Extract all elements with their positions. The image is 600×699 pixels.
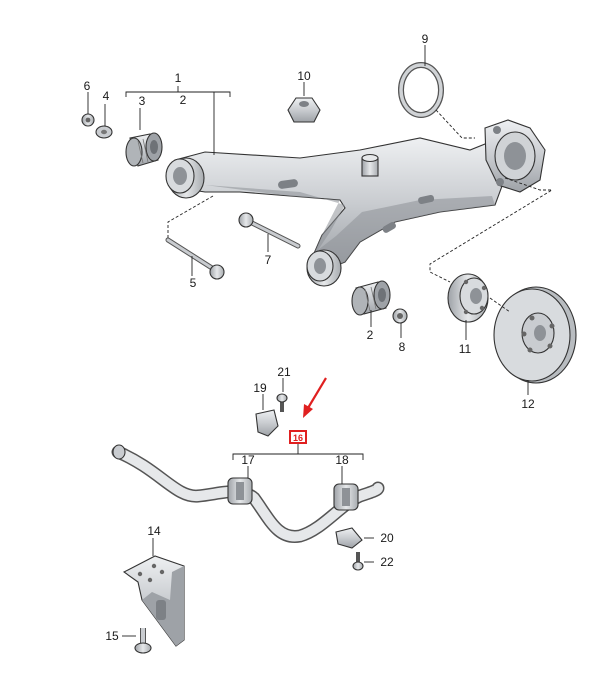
part-22-bolt [352, 552, 364, 571]
callout-18: 18 [335, 453, 349, 467]
part-7-bolt [238, 212, 301, 249]
top-leaders [87, 45, 554, 395]
part-20-clamp [335, 527, 363, 549]
callout-8: 8 [399, 340, 406, 354]
callout-10: 10 [297, 69, 311, 83]
callout-6: 6 [84, 79, 91, 93]
callout-21: 21 [277, 365, 291, 379]
part-10-cap [287, 97, 321, 123]
callout-15: 15 [105, 629, 119, 643]
callout-2-lower: 2 [367, 328, 374, 342]
callout-2: 2 [180, 93, 187, 107]
part-9-ring [398, 62, 444, 118]
callout-9: 9 [422, 32, 429, 46]
callout-19: 19 [253, 381, 267, 395]
callout-12: 12 [521, 397, 535, 411]
stabilizer-bar [111, 444, 385, 543]
part-4-washer [95, 125, 113, 139]
callout-22: 22 [380, 555, 394, 569]
arm-bushing-rear [306, 249, 342, 287]
red-pointer-arrow-icon [303, 377, 327, 418]
bottom-leaders [122, 378, 374, 637]
callout-20: 20 [380, 531, 394, 545]
control-arm [174, 137, 506, 269]
callout-1: 1 [175, 71, 182, 85]
callout-labels: 1 2 3 4 6 10 9 7 5 2 8 11 12 21 19 16 17… [84, 32, 535, 643]
callout-17: 17 [241, 453, 255, 467]
part-19-clamp [255, 409, 279, 437]
part-17-bushing [227, 477, 253, 505]
callout-16: 16 [293, 433, 303, 443]
callout-4: 4 [103, 89, 110, 103]
part-15-bolt [134, 628, 152, 654]
part-3-bushing [125, 132, 163, 167]
callout-5: 5 [190, 276, 197, 290]
part-2-bushing [351, 280, 391, 316]
part-12-brake-disc [493, 286, 577, 384]
part-6-nut [81, 113, 95, 127]
part-14-bracket [122, 555, 185, 647]
hub-carrier [484, 119, 546, 193]
part-5-bolt [165, 237, 225, 280]
part-11-wheel-hub [447, 273, 489, 323]
callout-14: 14 [147, 524, 161, 538]
part-8-nut [392, 308, 408, 324]
arm-bushing-front [165, 157, 205, 199]
part-21-bolt [276, 393, 288, 412]
callout-11: 11 [459, 342, 472, 356]
part-16-highlighted [289, 430, 307, 444]
callout-7: 7 [265, 253, 272, 267]
part-18-bushing [333, 483, 359, 511]
callout-3: 3 [139, 94, 146, 108]
